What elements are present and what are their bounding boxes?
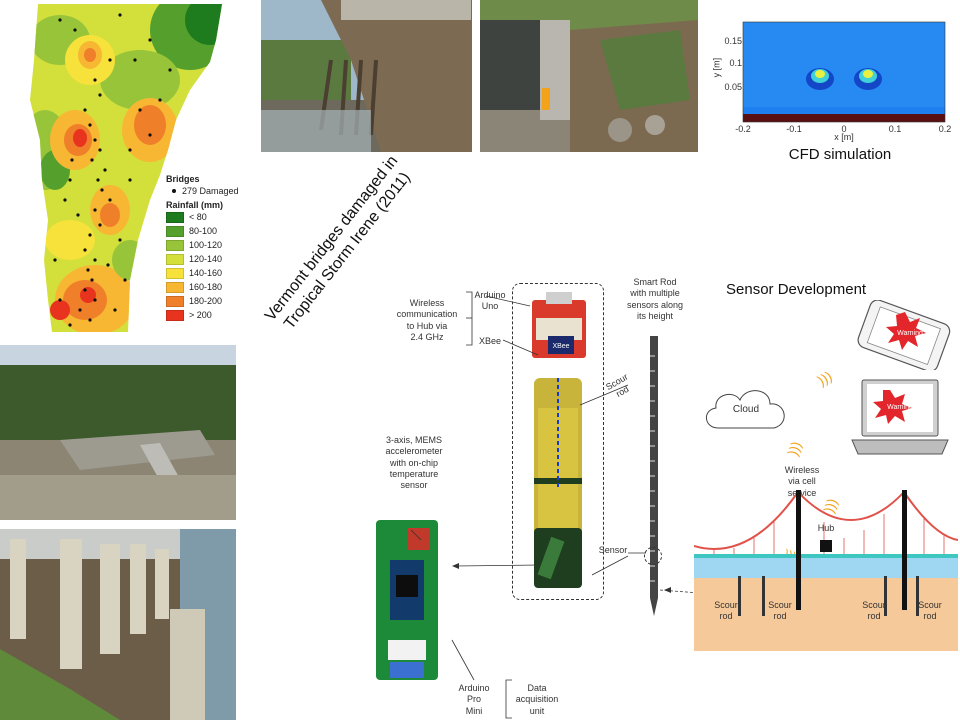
cfd-x-tick-5: 0.2 xyxy=(938,124,952,134)
map-legend: Bridges 279 Damaged Rainfall (mm) < 80 80… xyxy=(166,174,240,322)
rainfall-legend-row: 140-160 xyxy=(166,266,240,280)
hub-box xyxy=(820,540,832,552)
collapsed-bridge-graphic xyxy=(0,345,236,520)
sensor-tube xyxy=(530,378,586,588)
hub-label: Hub xyxy=(817,523,835,533)
smart-rod xyxy=(647,336,661,616)
bridge-scour-photo-1 xyxy=(261,0,472,152)
bridge-dot-icon xyxy=(172,189,176,193)
phone-warning-label: Warning xyxy=(897,330,923,337)
rainfall-legend-label: < 80 xyxy=(189,212,207,222)
cfd-y-tick-3: 0.05 xyxy=(724,82,742,92)
xbee-chip-label: XBee xyxy=(552,343,570,350)
cfd-y-tick-1: 0.15 xyxy=(724,36,742,46)
sensor-assembly-frame xyxy=(512,283,604,600)
rainfall-swatch xyxy=(166,281,184,293)
cloud-shape xyxy=(700,380,792,440)
data-acquisition-label: Data acquisition unit xyxy=(515,683,559,716)
rainfall-legend-list: < 80 80-100 100-120 120-140 140-160 160-180 18… xyxy=(166,210,240,322)
worker-figure xyxy=(542,88,550,110)
wifi-icon-cloud: ))) xyxy=(814,367,835,389)
legend-damaged: 279 Damaged xyxy=(166,184,240,198)
wireless-cell-label: Wireless via cell service xyxy=(784,465,820,498)
bridge-pier-photo xyxy=(261,0,472,152)
rainfall-legend-label: 120-140 xyxy=(189,254,223,264)
rainfall-swatch xyxy=(166,253,184,265)
rainfall-legend-label: 140-160 xyxy=(189,268,223,278)
laptop-graphic xyxy=(851,379,949,455)
rainfall-swatch xyxy=(166,295,184,307)
data-acquisition-board xyxy=(372,520,442,680)
rainfall-swatch xyxy=(166,211,184,223)
smart-rod-graphic xyxy=(650,336,658,616)
rainfall-legend-row: 80-100 xyxy=(166,224,240,238)
legend-title-bridges: Bridges xyxy=(166,174,200,184)
phone-graphic xyxy=(857,299,951,372)
map-graphic xyxy=(30,4,222,332)
cfd-x-label: x [m] xyxy=(834,132,854,142)
sensor-dev-heading: Sensor Development xyxy=(726,281,867,298)
rainfall-legend-row: 120-140 xyxy=(166,252,240,266)
cfd-y-tick-2: 0.1 xyxy=(729,58,742,68)
cloud-icon xyxy=(706,390,785,429)
cloud-label: Cloud xyxy=(732,404,760,415)
damaged-bridge-dots xyxy=(53,13,172,327)
daq-board-graphic xyxy=(376,520,438,680)
rainfall-legend-label: > 200 xyxy=(189,310,212,320)
cfd-caption: CFD simulation xyxy=(788,146,892,163)
arduino-board-graphic xyxy=(532,292,586,358)
xbee-label: XBee xyxy=(478,336,502,346)
bridge-graphic xyxy=(693,490,959,651)
rainfall-legend-label: 180-200 xyxy=(189,296,223,306)
cfd-x-tick-1: -0.2 xyxy=(735,124,751,134)
bridge-scour-photo-2 xyxy=(480,0,698,152)
cfd-figure xyxy=(742,21,946,123)
smart-rod-label: Smart Rod with multiple sensors along it… xyxy=(626,277,684,321)
wireless-comm-label: Wireless communication to Hub via 2.4 GH… xyxy=(396,298,458,342)
sensor-circle-marker xyxy=(644,547,662,565)
accelerometer-label: 3-axis, MEMS accelerometer with on-chip … xyxy=(385,435,443,490)
rainfall-legend-row: 180-200 xyxy=(166,294,240,308)
cfd-x-tick-2: -0.1 xyxy=(786,124,802,134)
cfd-plot: y [m] 0.15 0.1 0.05 -0.2 -0.1 0 0.1 0.2 … xyxy=(700,14,958,142)
rainfall-swatch xyxy=(166,225,184,237)
legend-title-rainfall: Rainfall (mm) xyxy=(166,200,224,210)
rainfall-swatch xyxy=(166,267,184,279)
smartphone xyxy=(850,299,955,372)
rainfall-swatch xyxy=(166,239,184,251)
tube-graphic xyxy=(534,378,582,588)
suspension-bridge xyxy=(693,486,959,651)
abutment-scour-photo xyxy=(0,529,236,720)
rainfall-legend-row: 100-120 xyxy=(166,238,240,252)
arduino-xbee-board: XBee xyxy=(528,290,590,362)
rainfall-legend-row: > 200 xyxy=(166,308,240,322)
rainfall-legend-label: 100-120 xyxy=(189,240,223,250)
rainfall-swatch xyxy=(166,309,184,321)
laptop-warning-label: Warning xyxy=(887,404,913,411)
wifi-icon-service: ))) xyxy=(784,439,805,458)
sensor-label: Sensor xyxy=(598,545,628,555)
arduino-pro-mini-label: Arduino Pro Mini xyxy=(458,683,490,716)
rainfall-legend-row: < 80 xyxy=(166,210,240,224)
vermont-rainfall-map: Bridges 279 Damaged Rainfall (mm) < 80 80… xyxy=(0,0,240,340)
laptop xyxy=(850,378,950,458)
arduino-uno-label: Arduino Uno xyxy=(474,290,506,312)
rainfall-legend-row: 160-180 xyxy=(166,280,240,294)
rainfall-legend-label: 160-180 xyxy=(189,282,223,292)
abutment-graphic xyxy=(0,529,236,720)
cfd-x-tick-4: 0.1 xyxy=(888,124,902,134)
bridge-abutment-photo xyxy=(480,0,698,152)
cfd-x-tick-3: 0 xyxy=(841,124,847,134)
collapsed-bridge-photo xyxy=(0,345,236,520)
rainfall-legend-label: 80-100 xyxy=(189,226,218,236)
